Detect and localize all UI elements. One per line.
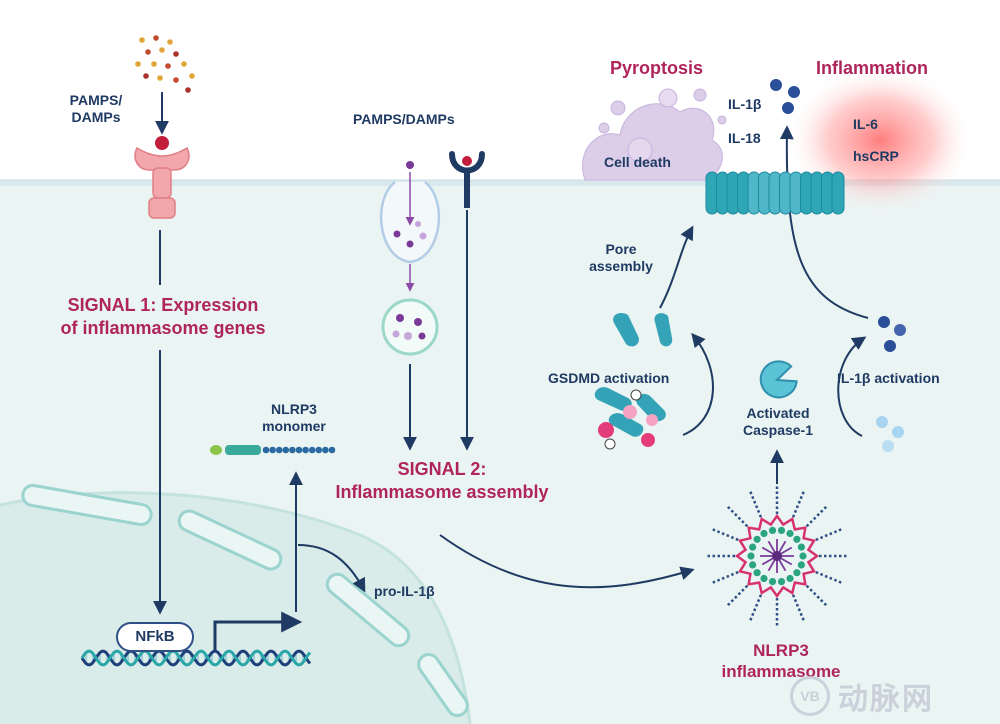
gsdmd-fragments-icon [594, 312, 673, 450]
cell-membrane [0, 180, 1000, 186]
signal1-label: SIGNAL 1: Expression of inflammasome gen… [28, 294, 298, 340]
watermark-text: 动脉网 [838, 682, 934, 717]
watermark-badge-icon: VB [790, 676, 830, 716]
il18-label: IL-18 [728, 130, 761, 146]
pamps-label-center: PAMPS/DAMPs [353, 111, 455, 127]
activated-caspase-line1: Activated [746, 405, 810, 421]
cell-death-label: Cell death [604, 154, 671, 170]
nlrp3-monomer-icon [210, 445, 336, 455]
tlr-receptor-icon [134, 136, 190, 219]
signal1-line2: of inflammasome genes [60, 318, 266, 338]
pyroptosis-title: Pyroptosis [610, 58, 704, 78]
dna-helix-icon [80, 649, 312, 667]
gsdmd-activation-label: GSDMD activation [548, 370, 670, 386]
signal2-line1: SIGNAL 2: [397, 459, 487, 479]
il1b-top-label: IL-1β [728, 96, 762, 112]
activated-caspase-label: Activated Caspase-1 [723, 405, 833, 439]
signal2-label: SIGNAL 2: Inflammasome assembly [302, 458, 582, 504]
inflammasome-wheel-icon [707, 486, 847, 626]
gasdermin-pore-icon [705, 171, 845, 215]
pore-assembly-label: Pore assembly [574, 241, 668, 275]
pamps-label-left-line2: DAMPs [71, 109, 121, 125]
cytokine-dots-icon [770, 79, 906, 452]
activated-caspase-line2: Caspase-1 [742, 422, 814, 438]
nlrp3-monomer-line1: NLRP3 [271, 401, 317, 417]
y-receptor-icon [449, 151, 485, 208]
pore-assembly-line2: assembly [589, 258, 653, 274]
nfkb-badge: NFkB [116, 622, 194, 652]
signal1-line1: SIGNAL 1: Expression [67, 295, 259, 315]
dying-cell-icon [582, 88, 727, 181]
pamps-label-left-line1: PAMPS/ [69, 92, 123, 108]
nuclear-envelope [21, 483, 469, 717]
inflammation-title: Inflammation [816, 58, 929, 78]
il1b-activation-label: IL-1β activation [837, 370, 940, 386]
caspase-pacman-icon [759, 360, 798, 399]
pamp-particles-icon [135, 35, 195, 93]
nlrp3-inflammasome-line1: NLRP3 [753, 641, 809, 660]
watermark: VB 动脉网 [790, 674, 934, 718]
pore-assembly-line1: Pore [605, 241, 637, 257]
signal2-line2: Inflammasome assembly [335, 482, 549, 502]
il6-label: IL-6 [853, 116, 878, 132]
pamps-label-left: PAMPS/ DAMPs [58, 92, 134, 126]
hscrp-label: hsCRP [853, 148, 899, 164]
nlrp3-monomer-label: NLRP3 monomer [244, 401, 344, 435]
pro-il1b-label: pro-IL-1β [374, 583, 435, 599]
nlrp3-monomer-line2: monomer [262, 418, 326, 434]
endocytosis-vesicle-icon [380, 161, 440, 356]
